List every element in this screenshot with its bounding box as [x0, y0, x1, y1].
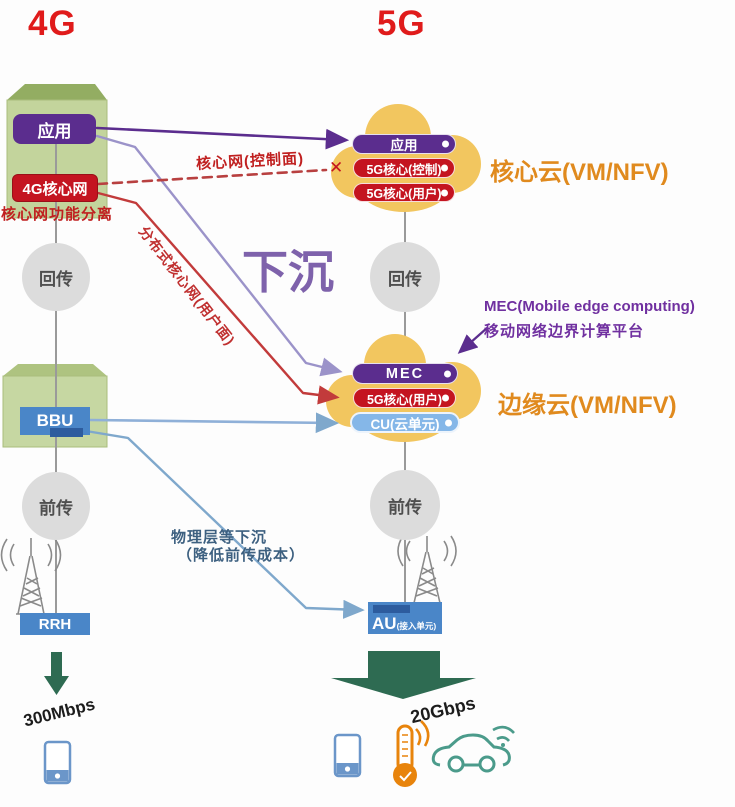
au-label-sub: (接入单元) — [396, 621, 437, 631]
pill-mec: MEC — [352, 363, 458, 384]
mec-note-line1: MEC(Mobile edge computing) — [484, 298, 695, 315]
au-port-bar — [373, 605, 410, 613]
title-5g: 5G — [377, 4, 426, 43]
status-dot — [445, 419, 452, 426]
title-4g: 4G — [28, 4, 77, 43]
iot-thermometer-icon — [393, 720, 430, 787]
arrow-core-to-user-plane — [96, 191, 340, 405]
backhaul-node-5g: 回传 — [370, 242, 440, 312]
cut-mark: ✕ — [329, 158, 344, 177]
sink-label: 下沉 — [242, 246, 334, 298]
backhaul-node-4g: 回传 — [22, 243, 90, 311]
cell-tower-icon-5g — [397, 535, 457, 604]
cell-tower-icon-4g — [0, 538, 62, 615]
status-dot — [442, 140, 449, 148]
phy-sink-note-line2: （降低前传成本） — [177, 547, 306, 564]
pill-cu-label: CU(云单元) — [370, 416, 440, 432]
au-label: AU(接入单元) — [372, 615, 436, 632]
pill-cu: CU(云单元) — [350, 412, 460, 433]
pill-5g-core-user: 5G核心(用户) — [353, 183, 455, 202]
pill-5g-core-user-label: 5G核心(用户) — [366, 187, 442, 201]
arrow-app-to-core-cloud — [95, 126, 350, 150]
fronthaul-node-5g: 前传 — [370, 470, 440, 540]
down-arrow-4g — [44, 652, 69, 695]
bbu-port-bar — [50, 428, 83, 437]
mec-note-line2: 移动网络边界计算平台 — [484, 323, 645, 340]
rrh-label: RRH — [20, 613, 90, 635]
pill-app-5g-label: 应用 — [390, 138, 418, 153]
status-dot — [444, 370, 451, 377]
au-label-main: AU — [372, 614, 397, 633]
phy-sink-note-line1: 物理层等下沉 — [171, 529, 268, 546]
connected-car-icon — [431, 725, 515, 773]
pill-mec-label: MEC — [385, 365, 425, 382]
arrow-bbu-to-cu — [88, 412, 340, 434]
arrow-bbu-to-au — [84, 429, 365, 619]
fronthaul-node-4g: 前传 — [22, 472, 90, 540]
pill-5g-core-user-edge: 5G核心(用户) — [353, 388, 456, 408]
down-arrow-5g — [331, 651, 476, 699]
app-label-4g: 应用 — [13, 114, 96, 144]
dashed-line-control-plane — [96, 168, 328, 186]
au-box: AU(接入单元) — [368, 602, 442, 634]
pill-5g-core-control: 5G核心(控制) — [353, 158, 455, 178]
core-split-note: 核心网功能分离 — [1, 206, 114, 223]
edge-cloud-caption: 边缘云(VM/NFV) — [498, 392, 677, 419]
smartphone-icon-5g — [333, 733, 362, 778]
core-cloud-caption: 核心云(VM/NFV) — [490, 159, 669, 186]
status-dot — [441, 164, 448, 172]
arrow-mec-note-pointer — [457, 326, 489, 354]
status-dot — [442, 394, 449, 402]
smartphone-icon-4g — [43, 740, 72, 785]
pill-5g-core-user-edge-label: 5G核心(用户) — [366, 392, 442, 407]
status-dot — [441, 189, 448, 196]
pill-5g-core-control-label: 5G核心(控制) — [366, 162, 442, 177]
core-label-4g: 4G核心网 — [12, 174, 98, 202]
arrow-app-to-mec — [95, 134, 343, 377]
pill-app-5g: 应用 — [352, 134, 456, 154]
